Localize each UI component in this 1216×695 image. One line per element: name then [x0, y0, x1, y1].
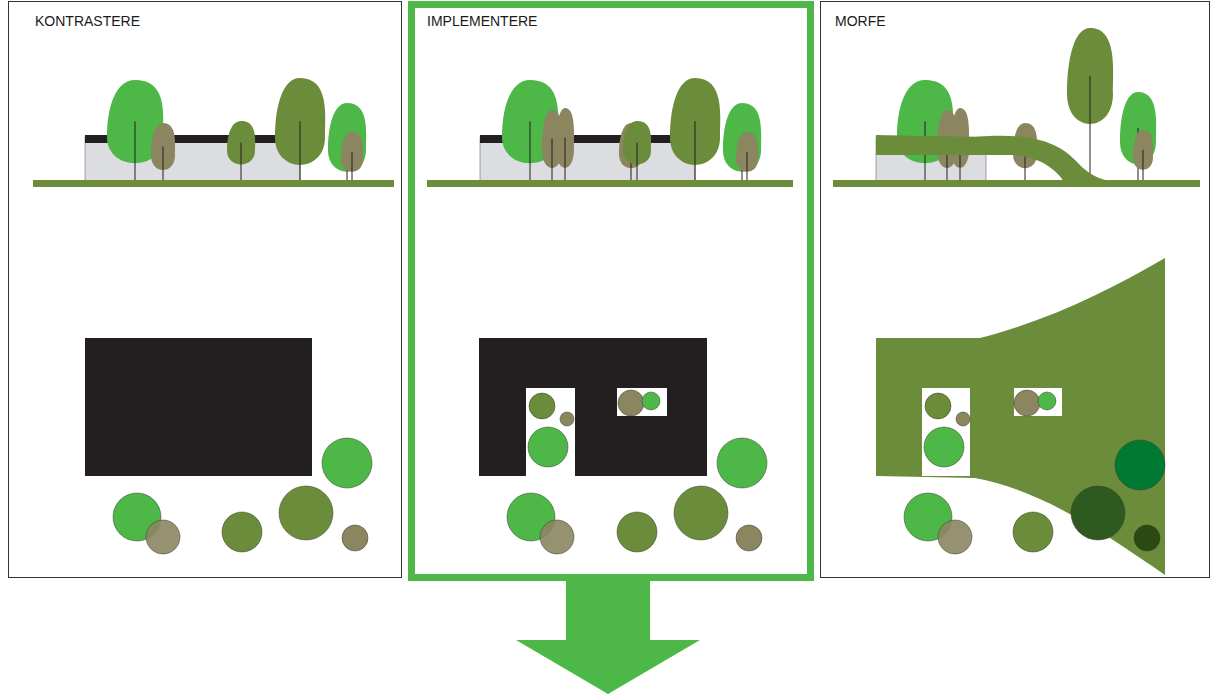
- tree-plan-circle: [560, 412, 574, 426]
- tree-plan-circle: [1071, 486, 1125, 540]
- tree-plan-circle: [1014, 390, 1040, 416]
- tree-plan-circle: [540, 520, 574, 554]
- green-roof-ramp: [876, 135, 1125, 183]
- tree-crown: [723, 103, 761, 172]
- tree-trunk: [135, 121, 136, 183]
- tree-plan-circle: [717, 438, 767, 488]
- tree-trunk: [552, 139, 553, 183]
- tree-trunk: [747, 152, 748, 183]
- tree-trunk: [695, 121, 696, 183]
- building-plan: [479, 338, 707, 476]
- green-roof-plan: [876, 258, 1165, 575]
- ground-line: [427, 180, 793, 187]
- tree-plan-circle: [938, 520, 972, 554]
- tree-trunk: [1143, 150, 1144, 183]
- tree-trunk: [300, 121, 301, 183]
- tree-plan-circle: [1115, 440, 1165, 490]
- tree-trunk: [565, 138, 566, 183]
- panel-heading: KONTRASTERE: [35, 13, 140, 29]
- tree-plan-circle: [925, 393, 951, 419]
- panel: KONTRASTERE: [8, 1, 402, 578]
- tree-trunk: [163, 146, 164, 183]
- tree-plan-circle: [529, 393, 555, 419]
- tree-trunk: [530, 121, 531, 183]
- tree-trunk: [241, 143, 242, 183]
- tree-plan-circle: [279, 486, 333, 540]
- tree-plan-circle: [617, 512, 657, 552]
- tree-crown: [328, 103, 366, 172]
- panel-illustration: [33, 78, 394, 554]
- panel-heading: MORFE: [835, 13, 886, 29]
- tree-plan-circle: [618, 390, 644, 416]
- selection-arrow: [516, 581, 700, 694]
- tree-plan-circle: [956, 412, 970, 426]
- tree-plan-circle: [222, 512, 262, 552]
- tree-plan-circle: [146, 520, 180, 554]
- tree-plan-circle: [1134, 525, 1160, 551]
- tree-plan-circle: [736, 525, 762, 551]
- tree-plan-circle: [342, 525, 368, 551]
- panel-illustration: [427, 78, 793, 554]
- panel-illustration: [833, 28, 1200, 575]
- tree-plan-circle: [322, 438, 372, 488]
- panel-heading: IMPLEMENTERE: [427, 13, 537, 29]
- tree-trunk: [352, 152, 353, 183]
- tree-trunk: [1090, 76, 1091, 183]
- tree-plan-circle: [528, 427, 568, 467]
- panel: MORFE: [820, 1, 1210, 578]
- tree-plan-circle: [642, 392, 660, 410]
- building-plan: [85, 338, 312, 476]
- tree-plan-circle: [1013, 512, 1053, 552]
- tree-plan-circle: [1038, 392, 1056, 410]
- ground-line: [833, 180, 1200, 187]
- ground-line: [33, 180, 394, 187]
- tree-plan-circle: [924, 427, 964, 467]
- tree-trunk: [637, 143, 638, 183]
- panel: IMPLEMENTERE: [408, 1, 814, 581]
- tree-plan-circle: [674, 486, 728, 540]
